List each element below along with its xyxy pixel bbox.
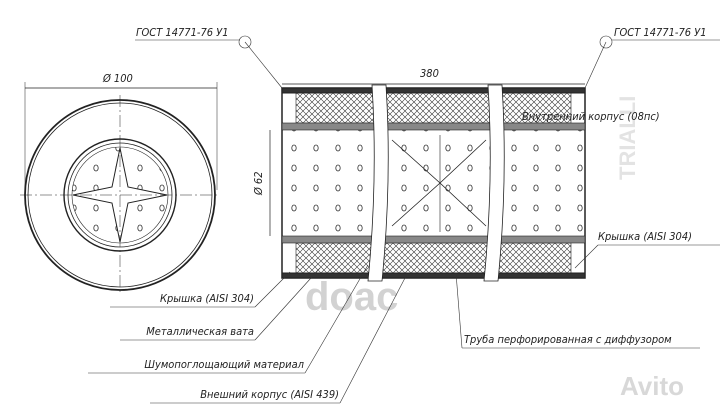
leader-lines xyxy=(88,35,720,404)
label-sound-absorbing: Шумопоглощающий материал xyxy=(144,358,304,371)
label-inner-body: Внутренний корпус (08пс) xyxy=(522,110,660,123)
watermark-marketplace: Avito xyxy=(620,371,684,401)
side-section xyxy=(269,83,586,282)
label-perforated-pipe: Труба перфорированная с диффузором xyxy=(464,333,672,346)
label-metal-wool: Металлическая вата xyxy=(146,325,254,338)
dim-outer-diameter: Ø 100 xyxy=(102,72,133,85)
label-gost-left: ГОСТ 14771-76 У1 xyxy=(136,26,229,39)
label-cap-left: Крышка (AISI 304) xyxy=(160,292,254,305)
end-view xyxy=(20,82,220,295)
watermark-store: doac xyxy=(305,275,398,319)
label-cap-right: Крышка (AISI 304) xyxy=(598,230,692,243)
watermarks: TRIALLI doac Avito xyxy=(305,96,684,401)
label-outer-body: Внешний корпус (AISI 439) xyxy=(200,388,339,401)
dim-inner-diameter: Ø 62 xyxy=(252,171,265,196)
dim-length: 380 xyxy=(420,67,439,80)
label-gost-right: ГОСТ 14771-76 У1 xyxy=(614,26,707,39)
watermark-brand: TRIALLI xyxy=(615,96,640,180)
